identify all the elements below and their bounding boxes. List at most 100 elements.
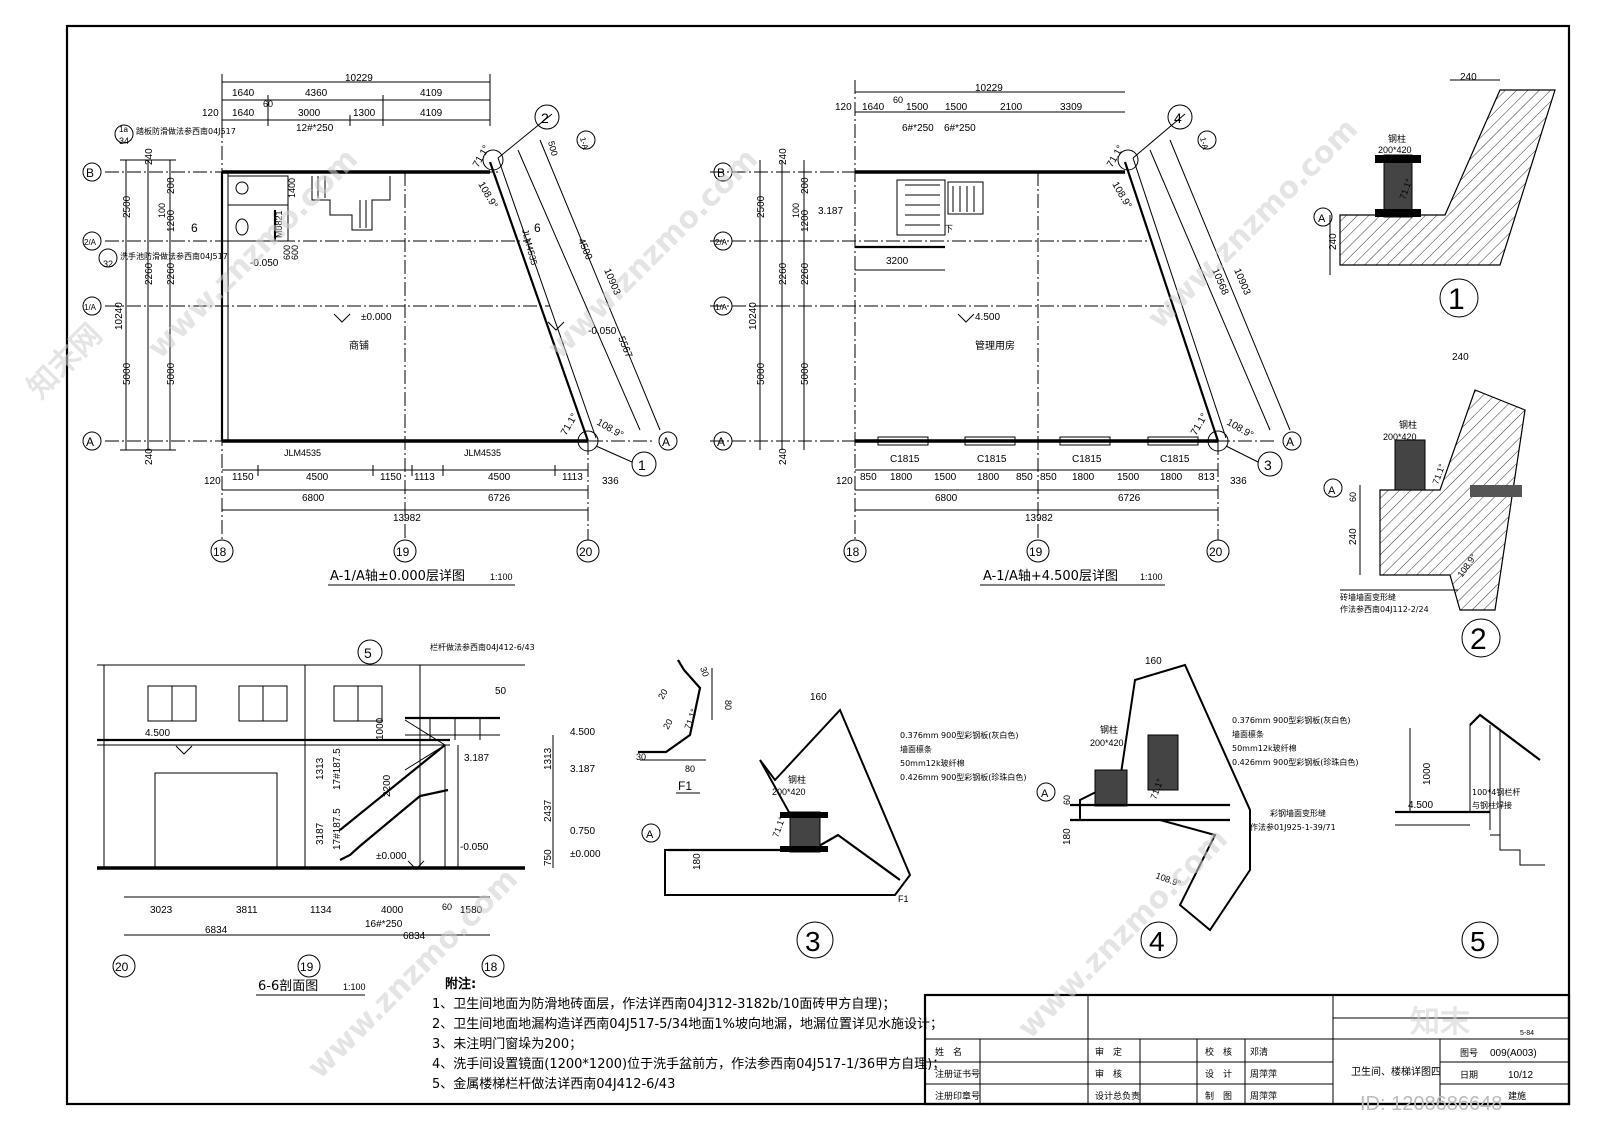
section-right-dim: 2437 — [543, 799, 554, 822]
plan2-bottom-dim: 850 — [860, 472, 877, 483]
tb-r1-c0: 姓 名 — [935, 1046, 962, 1058]
detail2-dim: 60 — [1348, 492, 1358, 502]
section-total-b: 6834 — [403, 931, 426, 942]
plan2-stair-steps-a: 6#*250 — [902, 123, 934, 134]
detail4-layer: 墙面檩条 — [1232, 729, 1264, 739]
plan1-note-a: 踏板防滑做法参西南04J517 — [136, 126, 236, 136]
tb-r2-c3: 周萍萍 — [1250, 1069, 1277, 1080]
tb-sheet-label: 图号 — [1460, 1048, 1478, 1059]
note-item: 2、卫生间地面地漏构造详西南04J517-5/34地面1%坡向地漏，地漏位置详见… — [432, 1016, 943, 1032]
plan2-bottom-mid: 6800 — [935, 493, 958, 504]
notes-heading: 附注: — [445, 976, 476, 992]
axis-a-1: A — [86, 435, 94, 449]
plan2-left-dim: 240 — [778, 448, 789, 465]
plan1-scale: 1:100 — [490, 572, 513, 582]
watermark-brand: 知末网 — [21, 317, 109, 405]
tb-date: 10/12 — [1508, 1070, 1533, 1081]
plan1-beam: JLM4535 — [284, 448, 321, 458]
plan1-bottom-mid: 6726 — [488, 493, 511, 504]
plan1-left-inner: 2260 — [166, 262, 177, 285]
detail2-note1: 砖墙墙面变形缝 — [1340, 592, 1396, 602]
sheet-border — [65, 24, 1571, 1106]
tb-drawing-name: 卫生间、楼梯详图四 — [1351, 1065, 1441, 1078]
callout-4-plan2: 4 — [1174, 110, 1182, 126]
plan1-room-label: 商铺 — [349, 339, 369, 352]
plan1-left-total: 10240 — [114, 302, 125, 330]
plan1-title: A-1/A轴±0.000层详图 — [330, 569, 465, 584]
detail-3-label: 3 — [805, 926, 821, 957]
section-bottom-dim: 3811 — [236, 905, 258, 916]
callout-1-plan1: 1 — [638, 457, 646, 473]
callout-5-section: 5 — [364, 645, 372, 661]
plan2-bottom-dim: 850 — [1016, 472, 1033, 483]
plan1-diag-dim: 4500 — [575, 237, 594, 262]
plan1-stair-steps: 12#*250 — [296, 123, 334, 134]
detail3-tag: F1 — [898, 894, 909, 904]
section-mid-dim: 1313 — [315, 757, 326, 780]
detail4-dim: 180 — [1062, 828, 1073, 845]
detail-f1 — [638, 659, 713, 761]
section-steps: 16#*250 — [365, 919, 403, 930]
plan2-top-dim: 1500 — [945, 102, 968, 113]
detail1-dim: 240 — [1460, 72, 1477, 83]
watermark-logo: 知末 — [1410, 1005, 1470, 1040]
section-ground: ±0.000 — [376, 851, 407, 862]
detail3-dim: 180 — [692, 853, 703, 870]
plan1-ref-1a: 1a — [119, 125, 128, 134]
plan2-left-inner: 100 — [791, 203, 801, 218]
plan2-left-inner: 1200 — [800, 209, 811, 232]
plan1-ref-a: 34 — [119, 136, 129, 146]
axis-b-2: B — [717, 166, 725, 180]
plan2-bottom-dim: 336 — [1230, 476, 1247, 487]
axis-1a-2: 1/A — [715, 303, 728, 312]
plan1-bottom-dim: 120 — [204, 476, 221, 487]
plan2-scale: 1:100 — [1140, 572, 1163, 582]
plan1-left-dim: 240 — [144, 148, 155, 165]
detail-4 — [1036, 663, 1251, 959]
section-bottom-dim: 3023 — [150, 905, 173, 916]
plan1-left-inner: 200 — [166, 177, 177, 194]
plan2-bottom-dim: 813 — [1198, 472, 1215, 483]
section-stair-top: 3.187 — [464, 753, 489, 764]
plan2-bottom-dim: 120 — [836, 476, 853, 487]
f1-angle: 71.1° — [682, 707, 699, 731]
plan2-top-dim: 60 — [893, 95, 903, 105]
plan2-left-dim: 2260 — [778, 262, 789, 285]
section-bottom-dim: 1580 — [460, 905, 483, 916]
axis-2a-1: 2/A — [84, 238, 97, 247]
plan1-left-dim: 2500 — [122, 195, 133, 218]
tb-r3-c0: 注册印章号 — [935, 1090, 980, 1102]
section-mid-dim: 2200 — [382, 774, 393, 797]
plan2-window: C1815 — [890, 454, 920, 465]
plan1-angle: 71.1° — [471, 144, 492, 170]
tb-r2-c0: 注册证书号 — [935, 1068, 980, 1080]
section-level-right: 4.500 — [570, 727, 595, 738]
watermark-site: www.znzmo.com — [1141, 112, 1365, 336]
plan1-left-inner: 100 — [157, 203, 167, 218]
detail3-layer: 墙面檩条 — [900, 744, 932, 754]
tb-date-label: 日期 — [1460, 1070, 1478, 1081]
tb-r2-c1: 审 核 — [1095, 1068, 1122, 1080]
detail3-layer: 0.426mm 900型彩钢板(珍珠白色) — [900, 772, 1027, 782]
section-bottom-dim: 60 — [442, 902, 452, 912]
plan-1 — [82, 74, 678, 563]
tb-r1-c3: 邓清 — [1250, 1046, 1268, 1058]
plan2-left-dim: 5000 — [756, 362, 767, 385]
plan2-left-inner: 5000 — [800, 362, 811, 385]
detail2-steel: 钢柱 — [1399, 419, 1417, 431]
detail-5 — [1395, 713, 1545, 959]
plan1-angle: 71.1° — [559, 412, 580, 438]
detail4-layer: 0.376mm 900型彩钢板(灰白色) — [1232, 715, 1351, 725]
detail3-steel: 钢柱 — [788, 774, 806, 786]
plan2-bottom-dim: 1500 — [1117, 472, 1140, 483]
section-level-left: 4.500 — [145, 728, 170, 739]
detail2-note2: 作法参西南04J112-2/24 — [1340, 604, 1429, 614]
f1-label: F1 — [678, 779, 692, 793]
plan2-stair-width: 3200 — [886, 256, 909, 267]
detail2-dim: 240 — [1452, 352, 1469, 363]
plan2-angle: 71.1° — [1105, 144, 1126, 170]
plan2-room-label: 管理用房 — [975, 339, 1015, 352]
plan2-bottom-total: 13982 — [1025, 513, 1053, 524]
plan1-angle: 108.9° — [595, 417, 626, 441]
plan1-small-dim: 600 — [290, 245, 300, 260]
